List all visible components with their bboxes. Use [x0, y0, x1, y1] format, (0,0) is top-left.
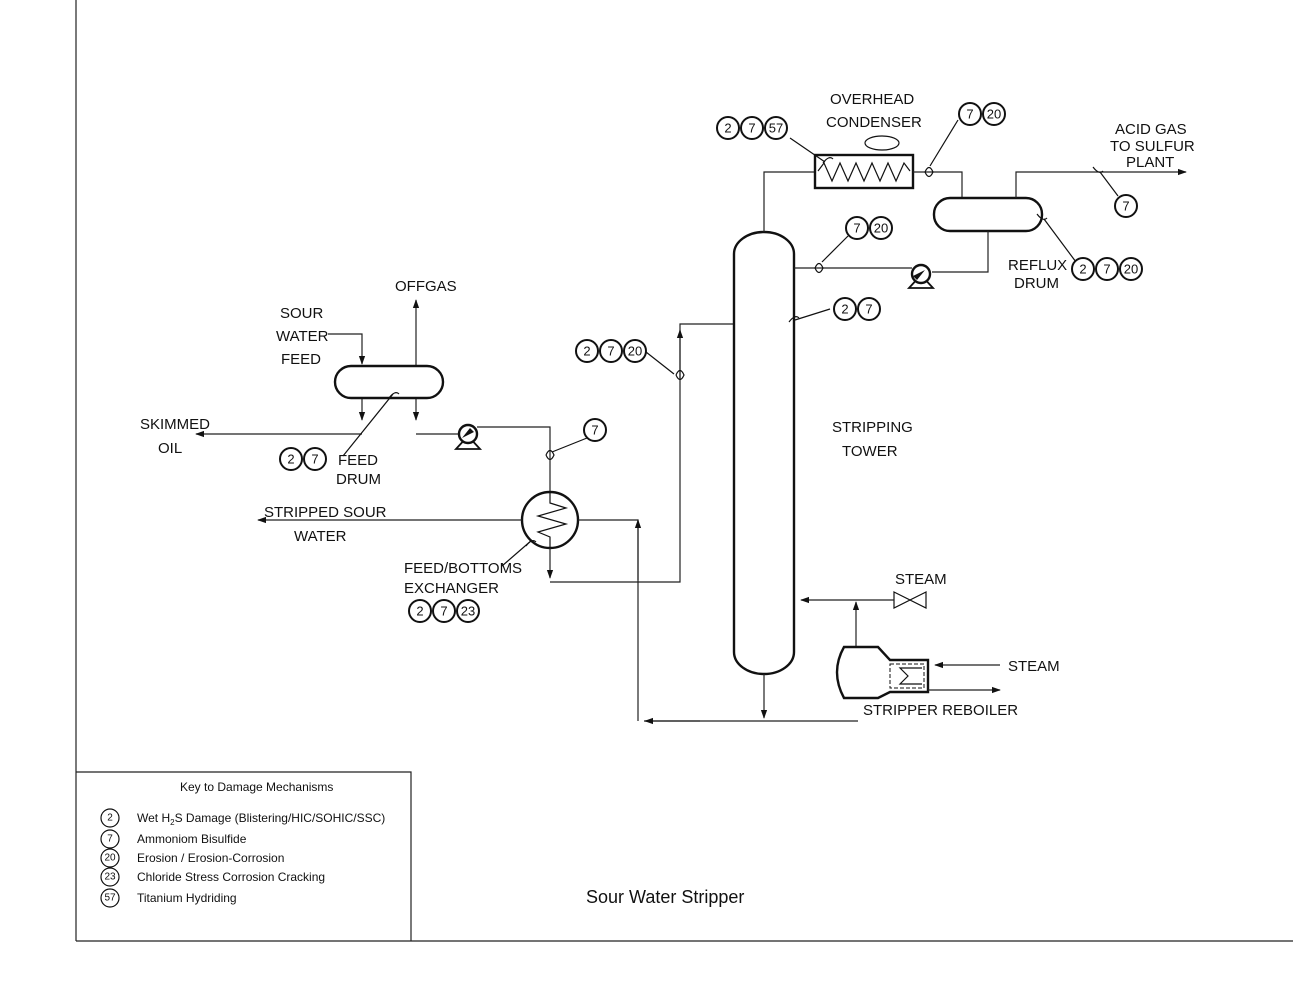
damage-mechanism-key: Key to Damage Mechanisms 2 Wet H2S Damag…	[76, 771, 412, 941]
svg-text:2: 2	[583, 344, 590, 359]
svg-text:2: 2	[1079, 262, 1086, 277]
exchanger-label-2: EXCHANGER	[404, 580, 499, 597]
svg-text:7: 7	[1103, 262, 1110, 277]
drawing-frame	[75, 0, 1293, 942]
badge-group-exchanger: 2 7 23	[408, 599, 480, 623]
feed-drum	[333, 364, 445, 400]
svg-text:7: 7	[311, 452, 318, 467]
badge-group-condenser-inlet: 2 7 57	[716, 116, 788, 140]
svg-text:57: 57	[769, 121, 783, 136]
reflux-pump	[906, 263, 936, 289]
skimmed-oil-label-2: OIL	[158, 440, 182, 457]
svg-text:20: 20	[628, 344, 642, 359]
svg-text:7: 7	[853, 221, 860, 236]
svg-text:23: 23	[104, 872, 116, 883]
reflux-drum-label-2: DRUM	[1014, 275, 1059, 292]
badge-group-feed-drum: 2 7	[279, 447, 327, 471]
svg-text:57: 57	[104, 893, 116, 904]
stripped-sour-water-label-2: WATER	[294, 528, 347, 545]
overhead-condenser-label-2: CONDENSER	[826, 114, 922, 131]
svg-text:20: 20	[874, 221, 888, 236]
svg-text:7: 7	[107, 834, 113, 845]
badge-group-acid-gas: 7	[1114, 194, 1138, 218]
svg-text:7: 7	[440, 604, 447, 619]
key-item: 57 Titanium Hydriding	[100, 888, 237, 908]
svg-text:7: 7	[966, 107, 973, 122]
svg-text:2: 2	[287, 452, 294, 467]
svg-text:23: 23	[461, 604, 475, 619]
key-item: 20 Erosion / Erosion-Corrosion	[100, 848, 284, 868]
svg-text:7: 7	[1122, 199, 1129, 214]
svg-text:7: 7	[591, 423, 598, 438]
svg-text:Titanium Hydriding: Titanium Hydriding	[137, 891, 237, 905]
svg-text:2: 2	[724, 121, 731, 136]
stripping-tower	[732, 171, 831, 719]
svg-text:Wet H2S Damage (Blistering/HIC: Wet H2S Damage (Blistering/HIC/SOHIC/SSC…	[137, 811, 385, 827]
skimmed-oil-label-1: SKIMMED	[140, 416, 210, 433]
badge-group-tower-shell: 2 7	[833, 297, 881, 321]
stripping-tower-label-2: TOWER	[842, 443, 898, 460]
key-item: 7 Ammoniom Bisulfide	[100, 829, 247, 849]
svg-text:20: 20	[104, 853, 116, 864]
feed-drum-label-2: DRUM	[336, 471, 381, 488]
svg-text:Erosion / Erosion-Corrosion: Erosion / Erosion-Corrosion	[137, 851, 284, 865]
svg-text:20: 20	[987, 107, 1001, 122]
overhead-condenser-label-1: OVERHEAD	[830, 91, 914, 108]
badge-group-tower-overhead: 7 20	[845, 216, 893, 240]
svg-text:2: 2	[107, 813, 113, 824]
reflux-drum	[932, 166, 1187, 273]
exchanger-label-1: FEED/BOTTOMS	[404, 560, 522, 577]
svg-text:20: 20	[1124, 262, 1138, 277]
acid-gas-label-1: ACID GAS	[1115, 121, 1187, 138]
steam-reboiler-label: STEAM	[1008, 658, 1060, 675]
badge-group-tower-feed: 2 7 20	[575, 339, 647, 363]
steam-valve	[893, 591, 927, 609]
sour-water-feed-label-2: WATER	[276, 328, 329, 345]
acid-gas-label-2: TO SULFUR	[1110, 138, 1195, 155]
svg-text:Chloride Stress Corrosion Crac: Chloride Stress Corrosion Cracking	[137, 870, 325, 884]
svg-text:7: 7	[748, 121, 755, 136]
overhead-condenser	[789, 135, 915, 190]
key-item: 23 Chloride Stress Corrosion Cracking	[100, 867, 325, 887]
stripper-reboiler	[835, 645, 930, 700]
steam-valve-label: STEAM	[895, 571, 947, 588]
key-item: 2 Wet H2S Damage (Blistering/HIC/SOHIC/S…	[100, 808, 385, 828]
feed-pump	[453, 423, 483, 450]
equipment-labels: OFFGAS SOUR WATER FEED SKIMMED OIL FEED …	[140, 91, 1195, 719]
offgas-label: OFFGAS	[395, 278, 457, 295]
svg-text:7: 7	[607, 344, 614, 359]
acid-gas-label-3: PLANT	[1126, 154, 1174, 171]
badge-group-pump-discharge: 7	[583, 418, 607, 442]
sour-water-feed-label-3: FEED	[281, 351, 321, 368]
sour-water-feed-label-1: SOUR	[280, 305, 324, 322]
stripped-sour-water-label-1: STRIPPED SOUR	[264, 504, 387, 521]
key-title: Key to Damage Mechanisms	[180, 780, 333, 794]
svg-text:2: 2	[416, 604, 423, 619]
svg-text:Ammoniom Bisulfide: Ammoniom Bisulfide	[137, 832, 247, 846]
svg-text:7: 7	[865, 302, 872, 317]
feed-drum-label-1: FEED	[338, 452, 378, 469]
stripper-reboiler-label: STRIPPER REBOILER	[863, 702, 1018, 719]
diagram-title: Sour Water Stripper	[586, 887, 744, 907]
reflux-drum-label-1: REFLUX	[1008, 257, 1067, 274]
badge-group-condenser-outlet: 7 20	[958, 102, 1006, 126]
stripping-tower-label-1: STRIPPING	[832, 419, 913, 436]
feed-drum-area	[195, 299, 458, 457]
badge-group-reflux-drum: 2 7 20	[1071, 257, 1143, 281]
svg-text:2: 2	[841, 302, 848, 317]
